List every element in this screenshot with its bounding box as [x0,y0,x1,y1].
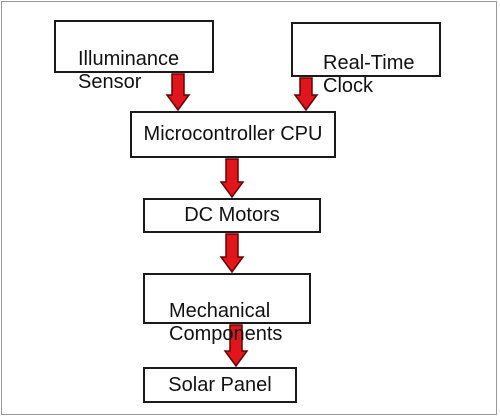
microcontroller-cpu-label: Microcontroller CPU [143,123,323,145]
illuminance-sensor-box: Illuminance Sensor [54,20,214,93]
illuminance-sensor-label: Illuminance Sensor [78,48,180,93]
arrow-mechanical-to-panel [223,324,249,368]
arrow-motors-to-mechanical [219,233,245,274]
dc-motors-label: DC Motors [184,204,280,226]
mechanical-components-box: Mechanical Components [143,273,311,345]
dc-motors-box: DC Motors [143,198,321,233]
real-time-clock-box: Real-Time Clock [291,22,441,97]
solar-panel-label: Solar Panel [168,373,272,396]
solar-panel-box: Solar Panel [143,367,297,403]
real-time-clock-label: Real-Time Clock [323,52,415,97]
arrow-clock-to-cpu [293,77,319,112]
arrow-cpu-to-motors [219,158,245,199]
mechanical-components-label: Mechanical Components [169,300,283,345]
microcontroller-cpu-box: Microcontroller CPU [130,111,336,158]
arrow-illuminance-to-cpu [165,73,191,112]
